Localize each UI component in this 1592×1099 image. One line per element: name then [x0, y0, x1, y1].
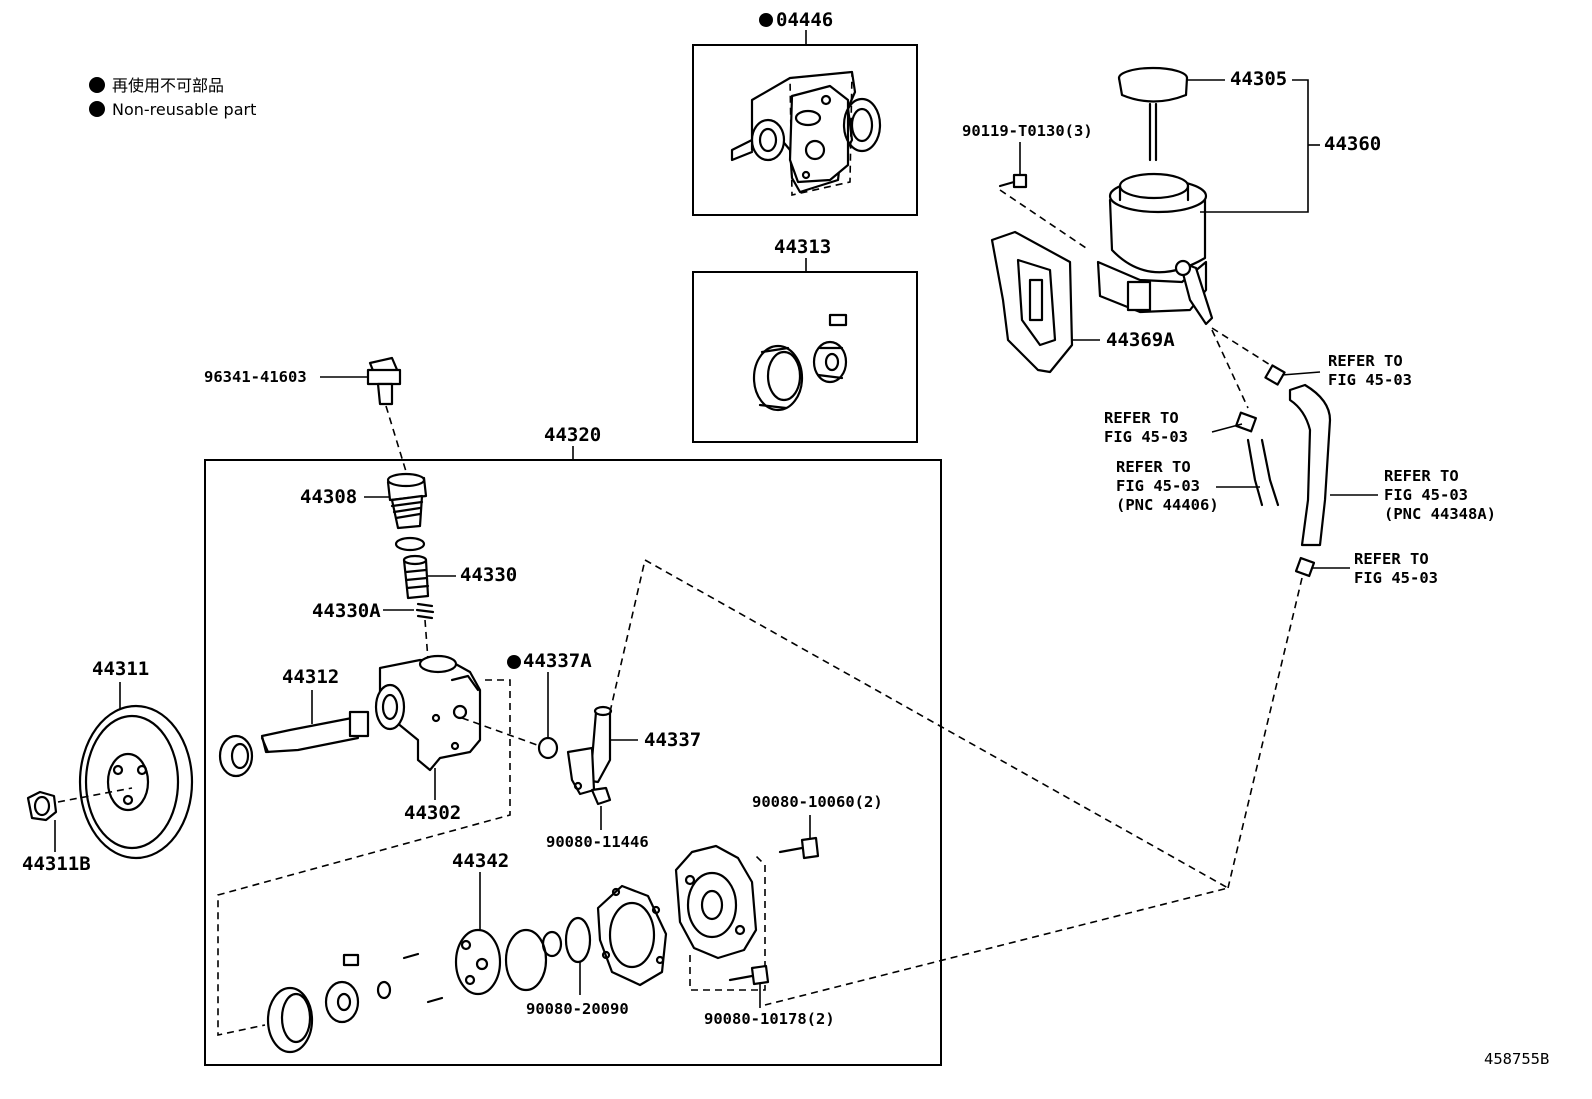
hoses	[1211, 327, 1332, 889]
legend-dot-icon	[89, 77, 105, 93]
ref-5-line2: FIG 45-03	[1354, 569, 1438, 587]
side-plate	[454, 928, 502, 996]
label-90119: 90119-T0130(3)	[962, 122, 1093, 140]
housing-oring-dash	[461, 717, 541, 747]
pulley-nut	[26, 790, 58, 822]
bolt-90080-10178	[728, 964, 770, 986]
label-44313: 44313	[774, 236, 832, 258]
ref-2-line2: FIG 45-03	[1104, 428, 1188, 446]
vane	[402, 952, 420, 960]
reservoir-assembly	[1096, 66, 1214, 326]
rotor	[324, 980, 360, 1024]
label-96341: 96341-41603	[204, 368, 307, 386]
legend-dot-icon	[89, 101, 105, 117]
label-44337A: 44337A	[523, 650, 592, 672]
o-ring-small	[541, 930, 563, 958]
ref-2-line1: REFER TO	[1104, 409, 1179, 427]
o-ring	[394, 536, 426, 552]
ref-3-line3: (PNC 44406)	[1116, 496, 1219, 514]
flow-control-valve	[402, 554, 430, 600]
reservoir-bracket	[990, 189, 1087, 374]
spring	[415, 602, 435, 620]
vane	[426, 996, 444, 1004]
label-44302: 44302	[404, 802, 462, 824]
pump-shaft	[260, 710, 370, 754]
legend-jp: 再使用不可部品	[112, 76, 225, 95]
gasket-kit-box	[692, 30, 918, 216]
suction-port-union	[566, 559, 646, 796]
rear-housing	[674, 844, 766, 991]
label-90080-11446: 90080-11446	[546, 833, 649, 851]
bolt-96341	[366, 356, 409, 479]
o-ring-large	[504, 928, 548, 992]
ref-4-line3: (PNC 44348A)	[1384, 505, 1496, 523]
label-90080-20090: 90080-20090	[526, 1000, 629, 1018]
ref-1-line2: FIG 45-03	[1328, 371, 1412, 389]
label-44312: 44312	[282, 666, 340, 688]
bolt-90119	[998, 173, 1028, 189]
label-44311: 44311	[92, 658, 150, 680]
figure-id: 458755B	[1484, 1050, 1550, 1068]
bolt-90080-10060	[778, 836, 820, 860]
label-44330: 44330	[460, 564, 518, 586]
legend-en: Non-reusable part	[112, 100, 257, 119]
ref-4-line1: REFER TO	[1384, 467, 1459, 485]
label-44308: 44308	[300, 486, 358, 508]
label-44320: 44320	[544, 424, 602, 446]
label-44305: 44305	[1230, 68, 1288, 90]
rear-gasket	[596, 884, 668, 987]
ref-5-line1: REFER TO	[1354, 550, 1429, 568]
ref-3-line1: REFER TO	[1116, 458, 1191, 476]
label-44360: 44360	[1324, 133, 1382, 155]
label-44342: 44342	[452, 850, 510, 872]
pin	[376, 980, 392, 1000]
cam-ring	[266, 986, 314, 1054]
cartridge-kit-box	[692, 258, 918, 443]
ref-1-line1: REFER TO	[1328, 352, 1403, 370]
ref-3-line2: FIG 45-03	[1116, 477, 1200, 495]
non-reusable-dot-icon	[759, 13, 773, 27]
label-44369A: 44369A	[1106, 329, 1175, 351]
pump-housing	[374, 654, 482, 772]
non-reusable-dot-icon	[507, 655, 521, 669]
label-04446: 04446	[776, 9, 834, 31]
label-44337: 44337	[644, 729, 702, 751]
label-90080-10060: 90080-10060(2)	[752, 793, 883, 811]
o-ring-90080-20090	[564, 916, 592, 964]
housing-reference-dash	[644, 559, 1231, 1006]
label-44311B: 44311B	[22, 853, 91, 875]
union-fitting	[386, 472, 428, 530]
vane	[342, 953, 360, 967]
ref-4-line2: FIG 45-03	[1384, 486, 1468, 504]
union-o-ring	[537, 736, 559, 760]
union-bolt	[590, 786, 612, 806]
shaft-seal	[218, 734, 254, 778]
spring-guide	[424, 619, 429, 661]
leader-lines	[54, 79, 1378, 1008]
label-90080-10178: 90080-10178(2)	[704, 1010, 835, 1028]
label-44330A: 44330A	[312, 600, 381, 622]
pulley	[57, 704, 194, 860]
pump-assembly-box	[204, 446, 942, 1066]
